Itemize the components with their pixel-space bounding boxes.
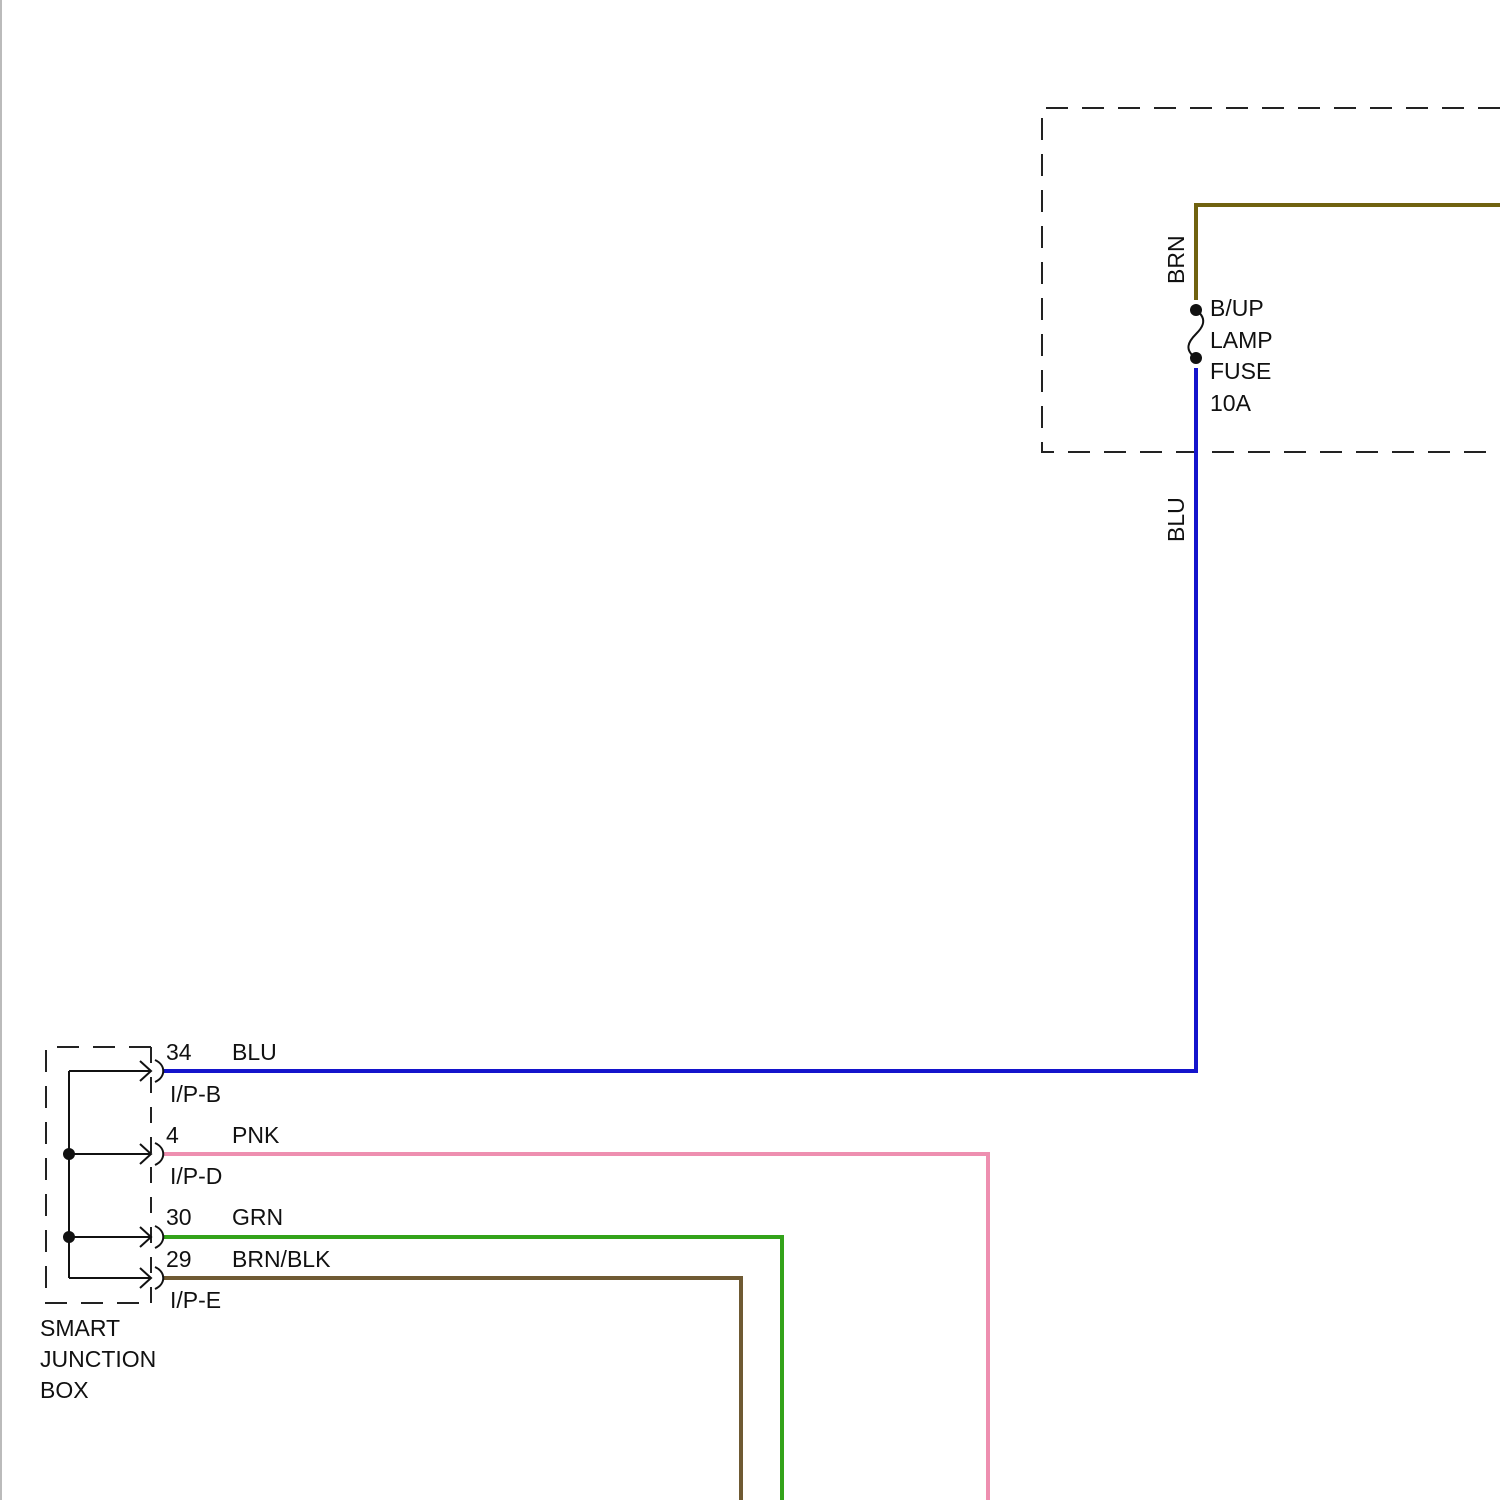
wire-label-blu: BLU [232,1039,277,1065]
connector-pin-29 [69,1267,163,1289]
fuse-label-line-1: B/UP [1210,295,1264,321]
fuse-element [1188,310,1203,358]
fuse-label-line-4: 10A [1210,390,1252,416]
fuse-block-outline [1042,108,1500,452]
brn-blk-wire [163,1278,741,1500]
brn-wire [1196,205,1500,300]
blu-wire-vertical-label: BLU [1163,497,1189,542]
fuse-symbol [1188,304,1203,364]
fuse-label-line-3: FUSE [1210,358,1271,384]
connector-label-ip-e: I/P-E [170,1287,221,1313]
brn-wire-label: BRN [1163,235,1189,284]
connector-pin-4 [69,1143,163,1165]
pin-number-34: 34 [166,1039,192,1065]
connector-pins [69,1060,163,1289]
fuse-label-line-2: LAMP [1210,327,1273,353]
junction-box-outline [46,1047,151,1303]
wire-label-pnk: PNK [232,1122,280,1148]
junction-box-name-line-3: BOX [40,1377,89,1403]
connector-label-ip-d: I/P-D [170,1163,222,1189]
pin-number-4: 4 [166,1122,179,1148]
pnk-wire [163,1154,988,1500]
junction-box-name-line-2: JUNCTION [40,1346,156,1372]
connector-pin-34 [69,1060,163,1082]
connector-pin-30 [69,1226,163,1248]
connector-label-ip-b: I/P-B [170,1081,221,1107]
junction-box-name-line-1: SMART [40,1315,120,1341]
blu-wire [163,368,1196,1071]
wire-label-brn-blk: BRN/BLK [232,1246,331,1272]
fuse-terminal-bottom [1190,352,1202,364]
pin-number-30: 30 [166,1204,192,1230]
wire-label-grn: GRN [232,1204,283,1230]
pin-number-29: 29 [166,1246,192,1272]
